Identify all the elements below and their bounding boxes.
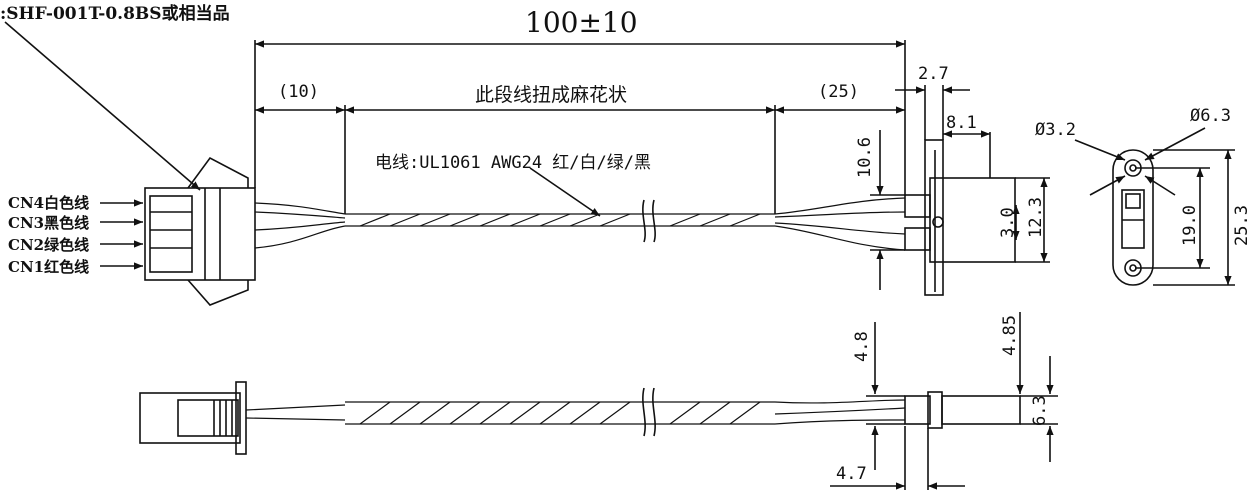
housing-width-label: 12.3 <box>1026 197 1046 238</box>
hole-spacing-label: 19.0 <box>1180 205 1200 246</box>
connector-label-cn3: CN3黑色线 <box>8 214 90 232</box>
side-dim-d-label: 4.7 <box>836 464 867 484</box>
connector-side <box>139 381 247 455</box>
connector-label-cn4: CN4白色线 <box>8 194 90 212</box>
wire-side <box>245 399 906 425</box>
wire-spec-leader <box>529 167 601 217</box>
left-straight-label: (10) <box>278 82 319 102</box>
side-dim-c-label: 6.3 <box>1030 395 1050 426</box>
right-straight-label: (25) <box>818 82 859 102</box>
pin-spacing-label: 3.0 <box>998 207 1018 238</box>
flange-height-label: 10.6 <box>855 137 875 178</box>
wire-spec: 电线:UL1061 AWG24 红/白/绿/黑 <box>375 153 651 173</box>
part-note-leader <box>4 21 201 191</box>
break-mark-top <box>642 199 656 243</box>
terminal-side <box>904 391 1021 429</box>
side-dim-a-label: 4.8 <box>852 331 872 362</box>
dim-flange-housing <box>895 85 991 178</box>
twist-note: 此段线扭成麻花状 <box>475 84 628 106</box>
part-note: :SHF-001T-0.8BS或相当品 <box>0 4 230 24</box>
wire-bundle <box>254 197 906 251</box>
dim-pins-width <box>1012 177 1050 263</box>
dim-sections <box>255 105 905 214</box>
break-mark-side <box>642 387 656 437</box>
side-dim-b-label: 4.85 <box>1000 315 1020 356</box>
connector-label-arrows <box>100 199 143 270</box>
overall-length-label: 100±10 <box>525 6 638 39</box>
flange-thickness-label: 2.7 <box>918 64 949 84</box>
connector-housing <box>144 156 256 306</box>
connector-label-cn1: CN1红色线 <box>8 258 90 276</box>
total-height-label: 25.3 <box>1232 205 1252 246</box>
housing-length-label: 8.1 <box>946 113 977 133</box>
side-dims <box>830 312 1058 490</box>
connector-label-cn2: CN2绿色线 <box>8 236 90 254</box>
dim-flange-height <box>870 130 905 290</box>
flange-plate-dims <box>1074 127 1235 286</box>
terminal-top <box>904 139 1016 296</box>
flange-plate <box>1112 149 1154 286</box>
hole-large-label: Ø6.3 <box>1190 106 1231 126</box>
hole-small-label: Ø3.2 <box>1035 120 1076 140</box>
dim-overall <box>254 40 906 196</box>
